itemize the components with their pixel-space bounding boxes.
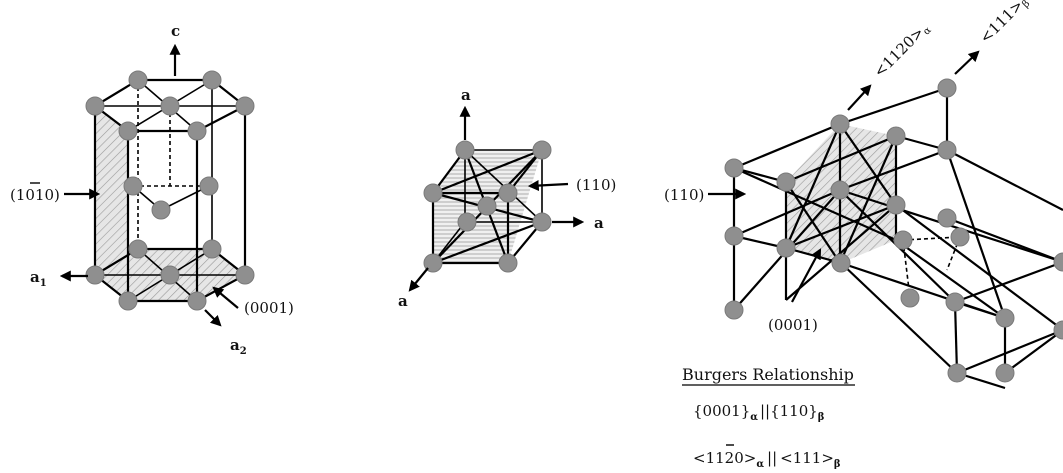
hcp-cell: c a1 a2 (1010) (0001) — [10, 22, 294, 357]
bcc-axis-bottom: a — [398, 292, 408, 310]
combined-110-label: (110) — [664, 186, 704, 204]
burgers-relation-planes: {0001}α||{110}β — [693, 402, 825, 423]
combined-0001-label: (0001) — [768, 316, 818, 334]
bcc-axis-right: a — [594, 214, 604, 232]
beta-direction-label: <111>β — [976, 0, 1032, 48]
hcp-axis-a1: a1 — [30, 268, 47, 289]
hcp-axis-c: c — [171, 22, 180, 40]
bcc-axis-top: a — [461, 86, 471, 104]
combined-lattice: (110) (0001) <1120>α <111>β — [664, 0, 1063, 388]
burgers-title: Burgers Relationship — [682, 365, 854, 384]
hcp-axis-a2: a2 — [230, 336, 247, 357]
burgers-relationship: Burgers Relationship {0001}α||{110}β <11… — [682, 365, 855, 470]
burgers-relation-directions: <1120>α||<111>β — [693, 449, 841, 470]
alpha-direction-label: <1120>α — [870, 18, 934, 82]
bcc-plane-label: (110) — [576, 176, 616, 194]
hcp-prism-plane-label: (1010) — [10, 186, 60, 204]
hcp-basal-plane-label: (0001) — [244, 299, 294, 317]
bcc-cell: a a a (110) — [398, 86, 616, 310]
